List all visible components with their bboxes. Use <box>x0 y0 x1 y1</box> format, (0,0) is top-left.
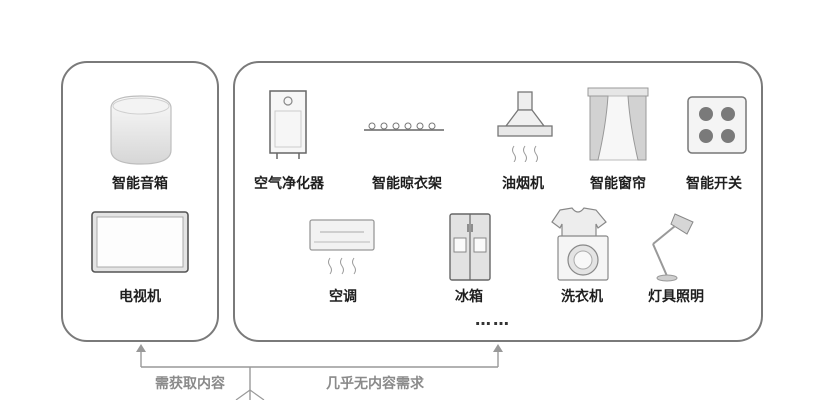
curtain-icon <box>587 87 649 161</box>
range-hood-icon <box>497 91 553 162</box>
curtain-label: 智能窗帘 <box>590 176 646 192</box>
needs-content-label: 需获取内容 <box>155 376 225 392</box>
flow-connector <box>136 344 503 400</box>
range-hood-label: 油烟机 <box>502 176 544 192</box>
television-icon <box>91 211 189 273</box>
air-purifier-icon <box>269 90 307 159</box>
washing-machine-icon <box>551 207 609 281</box>
lamp-icon <box>652 213 694 282</box>
content-devices-panel <box>61 61 219 342</box>
clothes-rack-icon <box>364 122 444 131</box>
lamp-label: 灯具照明 <box>648 289 704 305</box>
switch-icon <box>687 96 747 154</box>
air-conditioner-label: 空调 <box>329 289 357 305</box>
no-content-devices-panel <box>233 61 763 342</box>
air-purifier-label: 空气净化器 <box>254 176 324 192</box>
clothes-rack-label: 智能晾衣架 <box>372 176 442 192</box>
refrigerator-icon <box>449 213 491 281</box>
television-label: 电视机 <box>119 289 161 305</box>
more-devices-ellipsis: …… <box>475 310 511 329</box>
washing-machine-label: 洗衣机 <box>561 289 603 305</box>
smart-speaker-label: 智能音箱 <box>112 176 168 192</box>
air-conditioner-icon <box>309 219 375 275</box>
switch-label: 智能开关 <box>686 176 742 192</box>
no-content-needed-label: 几乎无内容需求 <box>326 376 424 392</box>
refrigerator-label: 冰箱 <box>455 289 483 305</box>
smart-speaker-icon <box>110 95 172 165</box>
